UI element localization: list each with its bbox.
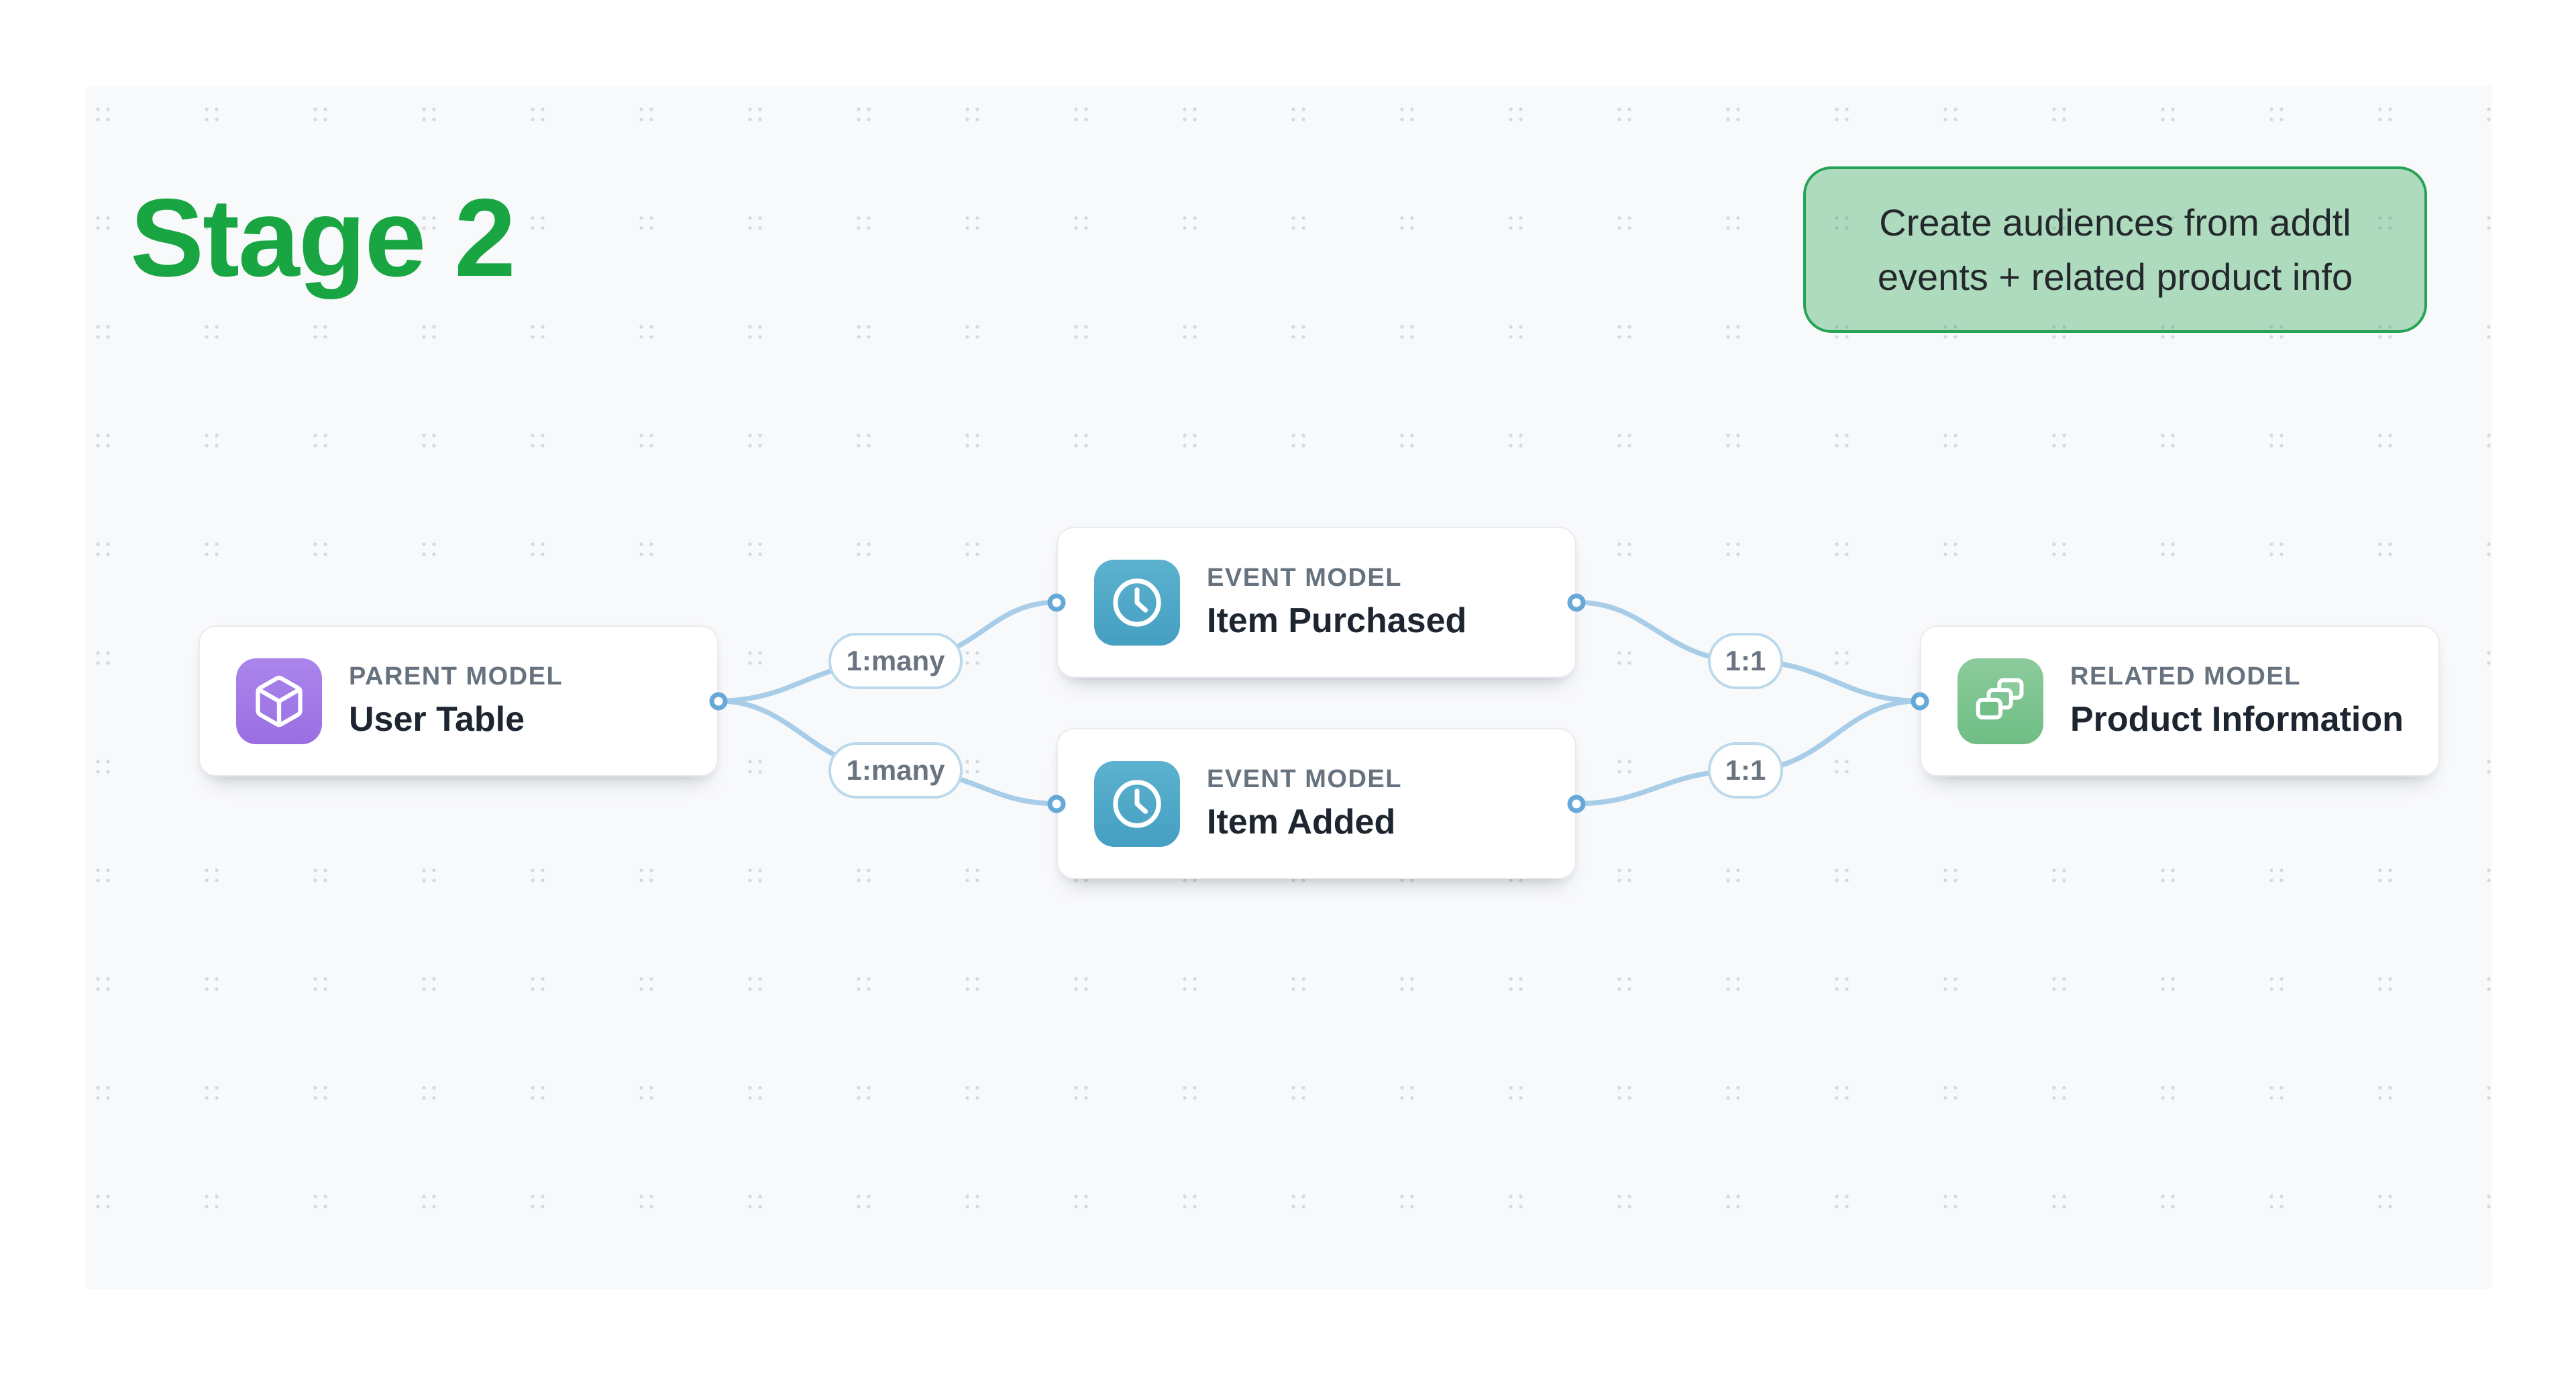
clock-icon	[1094, 559, 1180, 646]
node-text: EVENT MODEL Item Added	[1207, 765, 1402, 842]
handle-purchased-right[interactable]	[1567, 593, 1586, 611]
node-name: User Table	[349, 700, 525, 739]
layers-icon	[1957, 658, 2043, 744]
node-text: PARENT MODEL User Table	[349, 662, 563, 740]
node-name: Product Information	[2070, 700, 2404, 739]
clock-icon	[1094, 760, 1180, 847]
handle-purchased-left[interactable]	[1047, 593, 1066, 611]
edge-label-1many-bottom: 1:many	[828, 742, 963, 799]
handle-added-left[interactable]	[1047, 795, 1066, 813]
node-name: Item Added	[1207, 803, 1396, 842]
cube-icon	[236, 658, 322, 744]
node-name: Item Purchased	[1207, 601, 1467, 640]
handle-related-left[interactable]	[1911, 692, 1929, 710]
handle-added-right[interactable]	[1567, 795, 1586, 813]
node-event-item-added[interactable]: EVENT MODEL Item Added	[1057, 728, 1576, 879]
node-type-label: EVENT MODEL	[1207, 765, 1402, 793]
edge-label-11-top: 1:1	[1708, 633, 1783, 689]
node-type-label: EVENT MODEL	[1207, 564, 1402, 592]
stage-title: Stage 2	[130, 176, 516, 299]
node-text: EVENT MODEL Item Purchased	[1207, 564, 1466, 641]
edge-label-1many-top: 1:many	[828, 633, 963, 689]
node-text: RELATED MODEL Product Information	[2070, 662, 2404, 740]
callout-line-1: Create audiences from addtl	[1879, 201, 2351, 244]
node-related-model[interactable]: RELATED MODEL Product Information	[1920, 625, 2440, 776]
handle-parent-right[interactable]	[709, 692, 728, 710]
node-event-item-purchased[interactable]: EVENT MODEL Item Purchased	[1057, 527, 1576, 678]
callout-line-2: events + related product info	[1877, 256, 2353, 298]
annotation-callout: Create audiences from addtl events + rel…	[1803, 166, 2427, 333]
node-type-label: RELATED MODEL	[2070, 662, 2301, 691]
node-type-label: PARENT MODEL	[349, 662, 564, 691]
node-parent-model[interactable]: PARENT MODEL User Table	[199, 625, 718, 776]
edge-label-11-bottom: 1:1	[1708, 742, 1783, 799]
flow-canvas[interactable]: Stage 2 Create audiences from addtl even…	[86, 86, 2491, 1289]
